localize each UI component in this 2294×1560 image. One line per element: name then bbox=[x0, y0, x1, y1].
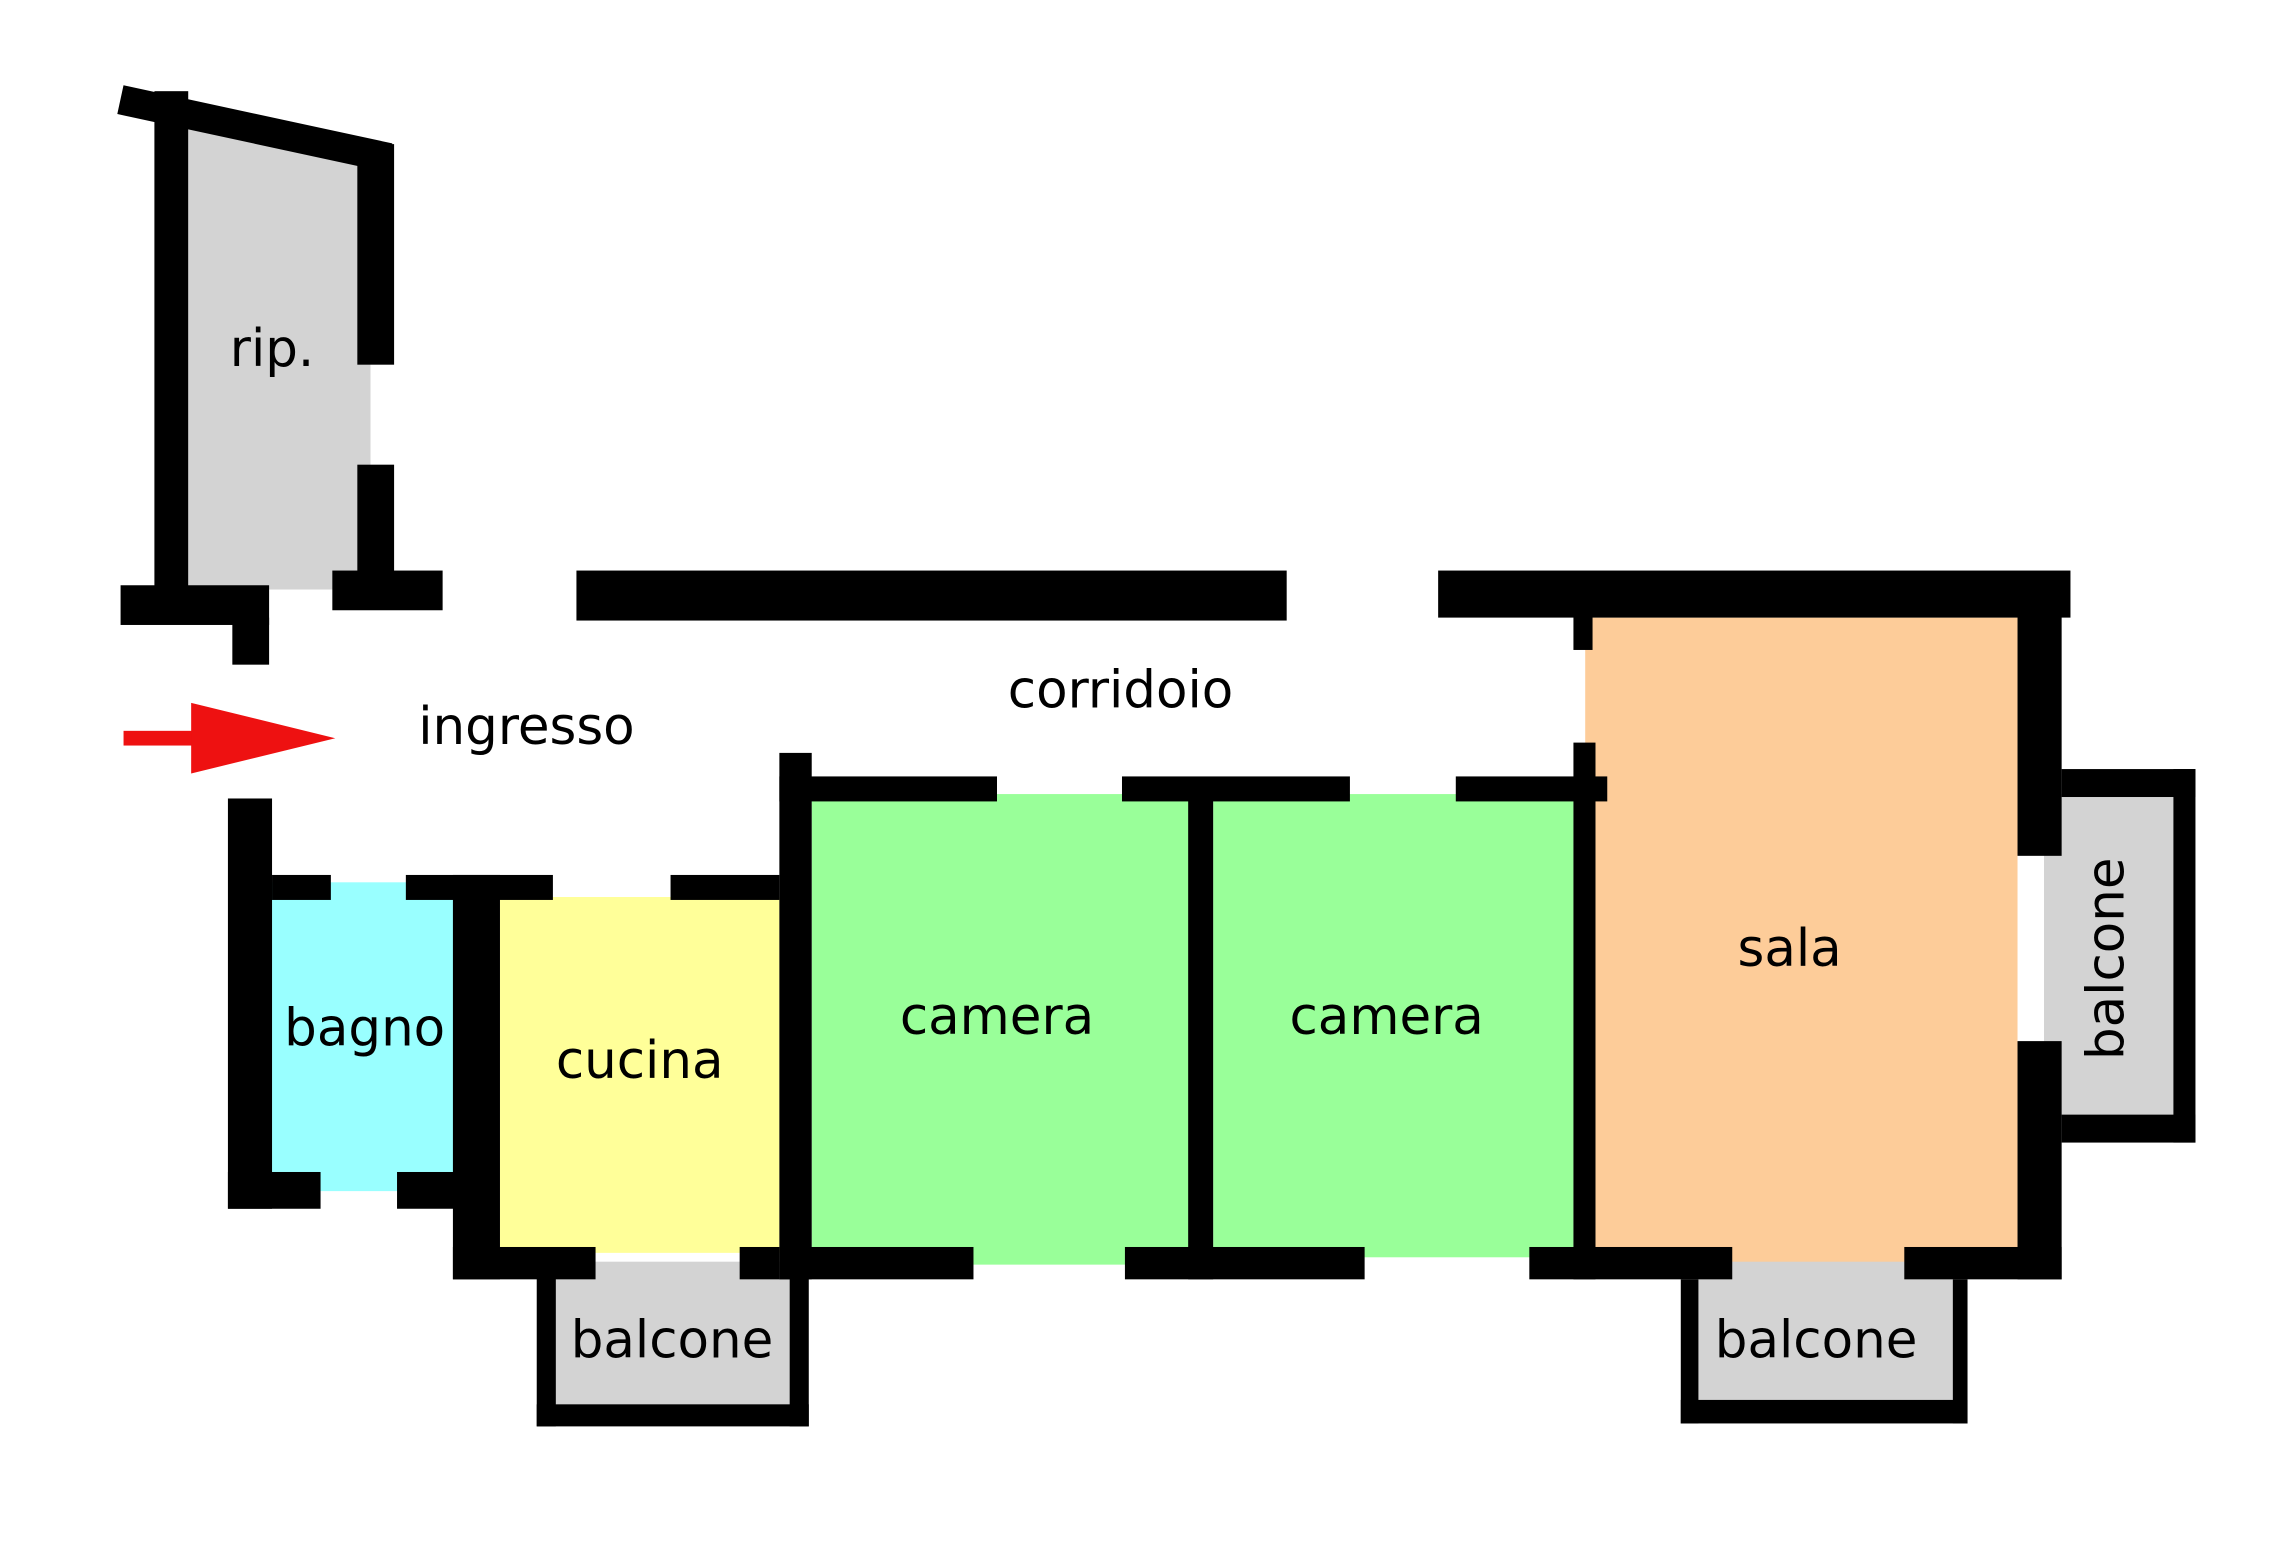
wall bbox=[779, 776, 997, 802]
wall bbox=[452, 1246, 596, 1280]
wall bbox=[576, 570, 1287, 621]
wall bbox=[2017, 1041, 2062, 1280]
wall bbox=[1904, 1246, 2062, 1280]
wall bbox=[227, 1171, 321, 1209]
entrance-arrow-icon bbox=[123, 700, 339, 776]
wall bbox=[1680, 1399, 1968, 1424]
wall bbox=[452, 874, 500, 1280]
wall bbox=[1124, 1246, 1365, 1280]
wall bbox=[536, 1404, 809, 1427]
label-rip: rip. bbox=[229, 320, 315, 380]
room-balcone-cucina bbox=[555, 1261, 790, 1406]
label-corridoio: corridoio bbox=[1007, 661, 1234, 721]
wall bbox=[357, 144, 395, 365]
wall bbox=[1455, 776, 1608, 802]
wall bbox=[2061, 1114, 2196, 1143]
room-balcone-right bbox=[2043, 794, 2174, 1118]
wall bbox=[2061, 769, 2196, 798]
wall bbox=[1573, 614, 1593, 650]
label-cucina: cucina bbox=[555, 1032, 724, 1092]
room-bagno bbox=[272, 882, 471, 1192]
wall bbox=[397, 1171, 471, 1209]
wall bbox=[536, 1261, 556, 1427]
label-bagno: bagno bbox=[284, 999, 446, 1059]
wall bbox=[1438, 570, 2071, 618]
wall bbox=[1952, 1279, 1968, 1424]
room-balcone-sala bbox=[1698, 1261, 1953, 1402]
wall bbox=[1121, 776, 1350, 802]
label-camera-1: camera bbox=[899, 988, 1095, 1047]
wall bbox=[154, 91, 189, 589]
wall bbox=[779, 1246, 974, 1280]
label-ingresso: ingresso bbox=[418, 698, 635, 758]
wall bbox=[739, 1246, 780, 1280]
wall bbox=[2173, 769, 2196, 1143]
wall bbox=[1680, 1279, 1699, 1424]
label-balcone-cucina: balcone bbox=[570, 1311, 774, 1371]
label-balcone-sala: balcone bbox=[1714, 1311, 1918, 1371]
wall bbox=[357, 464, 395, 583]
label-camera-2: camera bbox=[1289, 988, 1484, 1047]
room-cucina bbox=[499, 897, 780, 1253]
room-camera-2 bbox=[1213, 794, 1574, 1258]
wall bbox=[227, 798, 273, 1209]
label-balcone-right: balcone bbox=[2077, 857, 2137, 1061]
wall bbox=[2017, 614, 2062, 856]
wall bbox=[1529, 1246, 1733, 1280]
wall bbox=[332, 570, 443, 611]
wall bbox=[789, 1261, 809, 1427]
wall bbox=[779, 752, 812, 1280]
wall bbox=[272, 874, 331, 900]
wall bbox=[670, 874, 780, 900]
wall bbox=[1188, 794, 1214, 1280]
room-camera-1 bbox=[811, 794, 1192, 1265]
room-sala bbox=[1585, 617, 2018, 1265]
wall bbox=[1573, 742, 1596, 1280]
label-sala: sala bbox=[1737, 920, 1842, 980]
wall bbox=[405, 874, 553, 900]
room-rip bbox=[188, 124, 371, 590]
wall bbox=[232, 617, 270, 665]
